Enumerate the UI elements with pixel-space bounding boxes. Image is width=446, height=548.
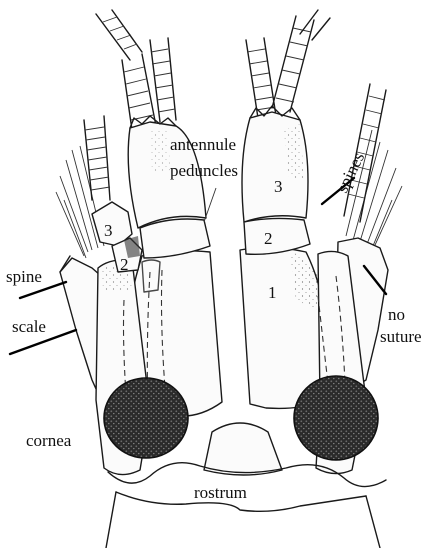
label-antennule: antennule (170, 135, 236, 154)
setae-left (56, 146, 104, 258)
label-peduncles: peduncles (170, 161, 238, 180)
flagellum-right-inner (246, 10, 330, 118)
segment-number-right-3: 3 (274, 177, 283, 196)
segment-number-right-2: 2 (264, 229, 273, 248)
label-no: no (388, 305, 405, 324)
cornea-right (294, 376, 378, 460)
flagellum-left-inner (96, 10, 176, 130)
pointer-antennule (204, 188, 216, 222)
segment-number-left-3: 3 (104, 221, 113, 240)
rostrum-plate (204, 423, 282, 475)
label-scale: scale (12, 317, 46, 336)
flagellum-left-outer (84, 116, 110, 200)
cornea-left (104, 378, 188, 458)
label-cornea: cornea (26, 431, 72, 450)
label-suture: suture (380, 327, 422, 346)
segment-number-right-1: 1 (268, 283, 277, 302)
label-spines: spines (333, 149, 369, 196)
label-rostrum: rostrum (194, 483, 247, 502)
segment-number-left-2: 2 (120, 255, 129, 274)
label-spine: spine (6, 267, 42, 286)
peduncle-segment-2-right (244, 218, 310, 254)
